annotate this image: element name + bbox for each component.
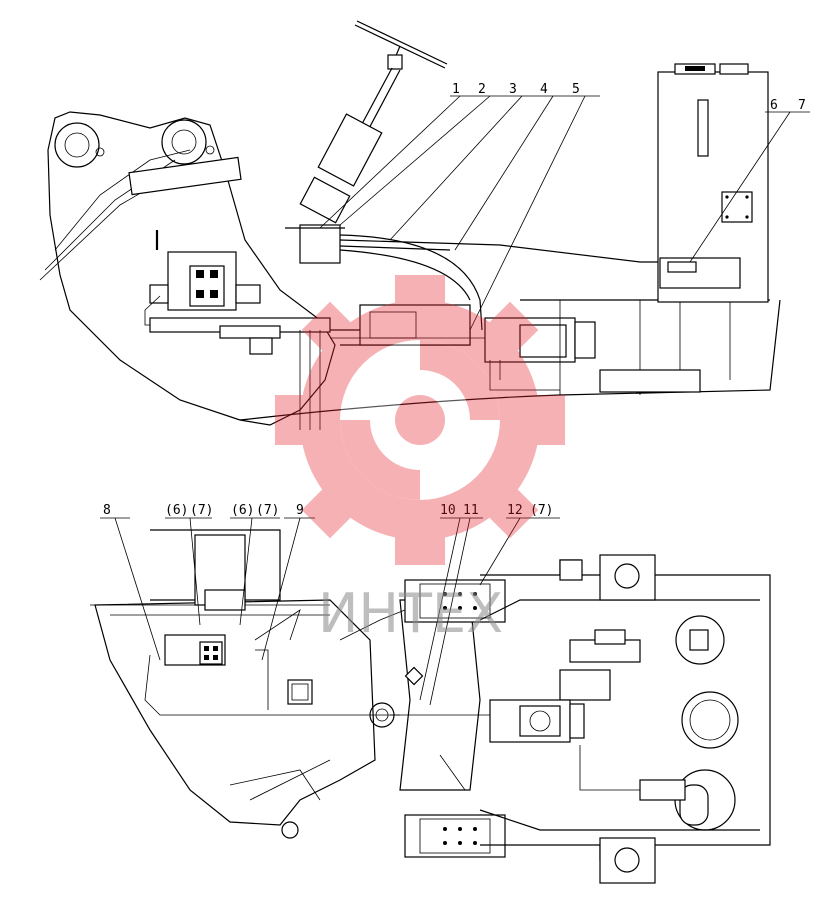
callout-6: 6 (770, 98, 778, 113)
callout-7-ref: (7) (190, 503, 213, 518)
callout-7: 7 (798, 98, 806, 113)
callout-labels-top: 1 2 3 4 5 6 7 (452, 82, 806, 113)
callout-2: 2 (478, 82, 486, 97)
callout-10: 10 (440, 503, 456, 518)
callout-6-ref: (6) (165, 503, 188, 518)
plan-view-drawing (90, 529, 771, 884)
callout-3: 3 (509, 82, 517, 97)
callout-6-ref-2: (6) (231, 503, 254, 518)
callout-11: 11 (463, 503, 479, 518)
callout-4: 4 (540, 82, 548, 97)
callout-7-ref-3: (7) (530, 503, 553, 518)
callout-5: 5 (572, 82, 580, 97)
side-view-drawing (39, 20, 781, 430)
callout-7-ref-2: (7) (256, 503, 279, 518)
watermark-logo (275, 275, 565, 565)
callout-leaders-top (319, 95, 810, 331)
watermark-text: ИНТЕХ (318, 582, 503, 645)
callout-8: 8 (103, 503, 111, 518)
callout-9: 9 (296, 503, 304, 518)
callout-1: 1 (452, 82, 460, 97)
callout-labels-bottom: 8 (6) (7) (6) (7) 9 10 11 12 (7) (103, 503, 553, 518)
callout-leaders-bottom (100, 517, 560, 706)
callout-12: 12 (507, 503, 523, 518)
